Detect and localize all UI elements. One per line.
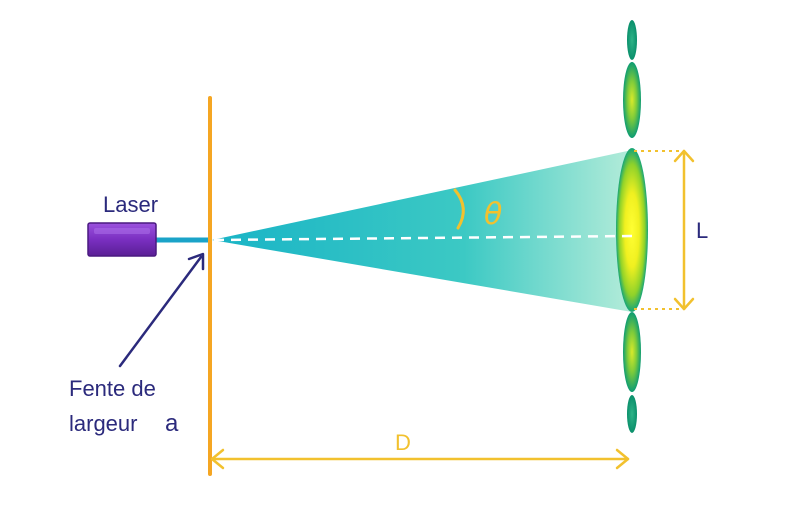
- fringe-pattern: [616, 20, 648, 433]
- arrow-icon: [118, 252, 205, 368]
- fringe-bottom-outer: [627, 395, 637, 433]
- fringe-top-inner: [623, 62, 641, 138]
- angle-arc: [453, 188, 465, 230]
- fringe-top-outer: [627, 20, 637, 60]
- laser-label: Laser: [103, 192, 158, 217]
- distance-arrow: [210, 448, 630, 470]
- fringe-bottom-inner: [623, 312, 641, 392]
- slit-width-symbol: a: [165, 410, 179, 437]
- fringe-central: [616, 148, 648, 312]
- width-label: L: [696, 218, 708, 243]
- diffraction-cone: [212, 150, 632, 312]
- slit-label-line1: Fente de: [69, 376, 156, 401]
- slit-label-line2: largeur: [69, 411, 137, 436]
- laser-box-icon: [87, 222, 157, 257]
- distance-label: D: [395, 430, 411, 455]
- angle-label: θ: [484, 197, 502, 232]
- optical-axis: [213, 234, 633, 242]
- width-arrow: [673, 149, 695, 311]
